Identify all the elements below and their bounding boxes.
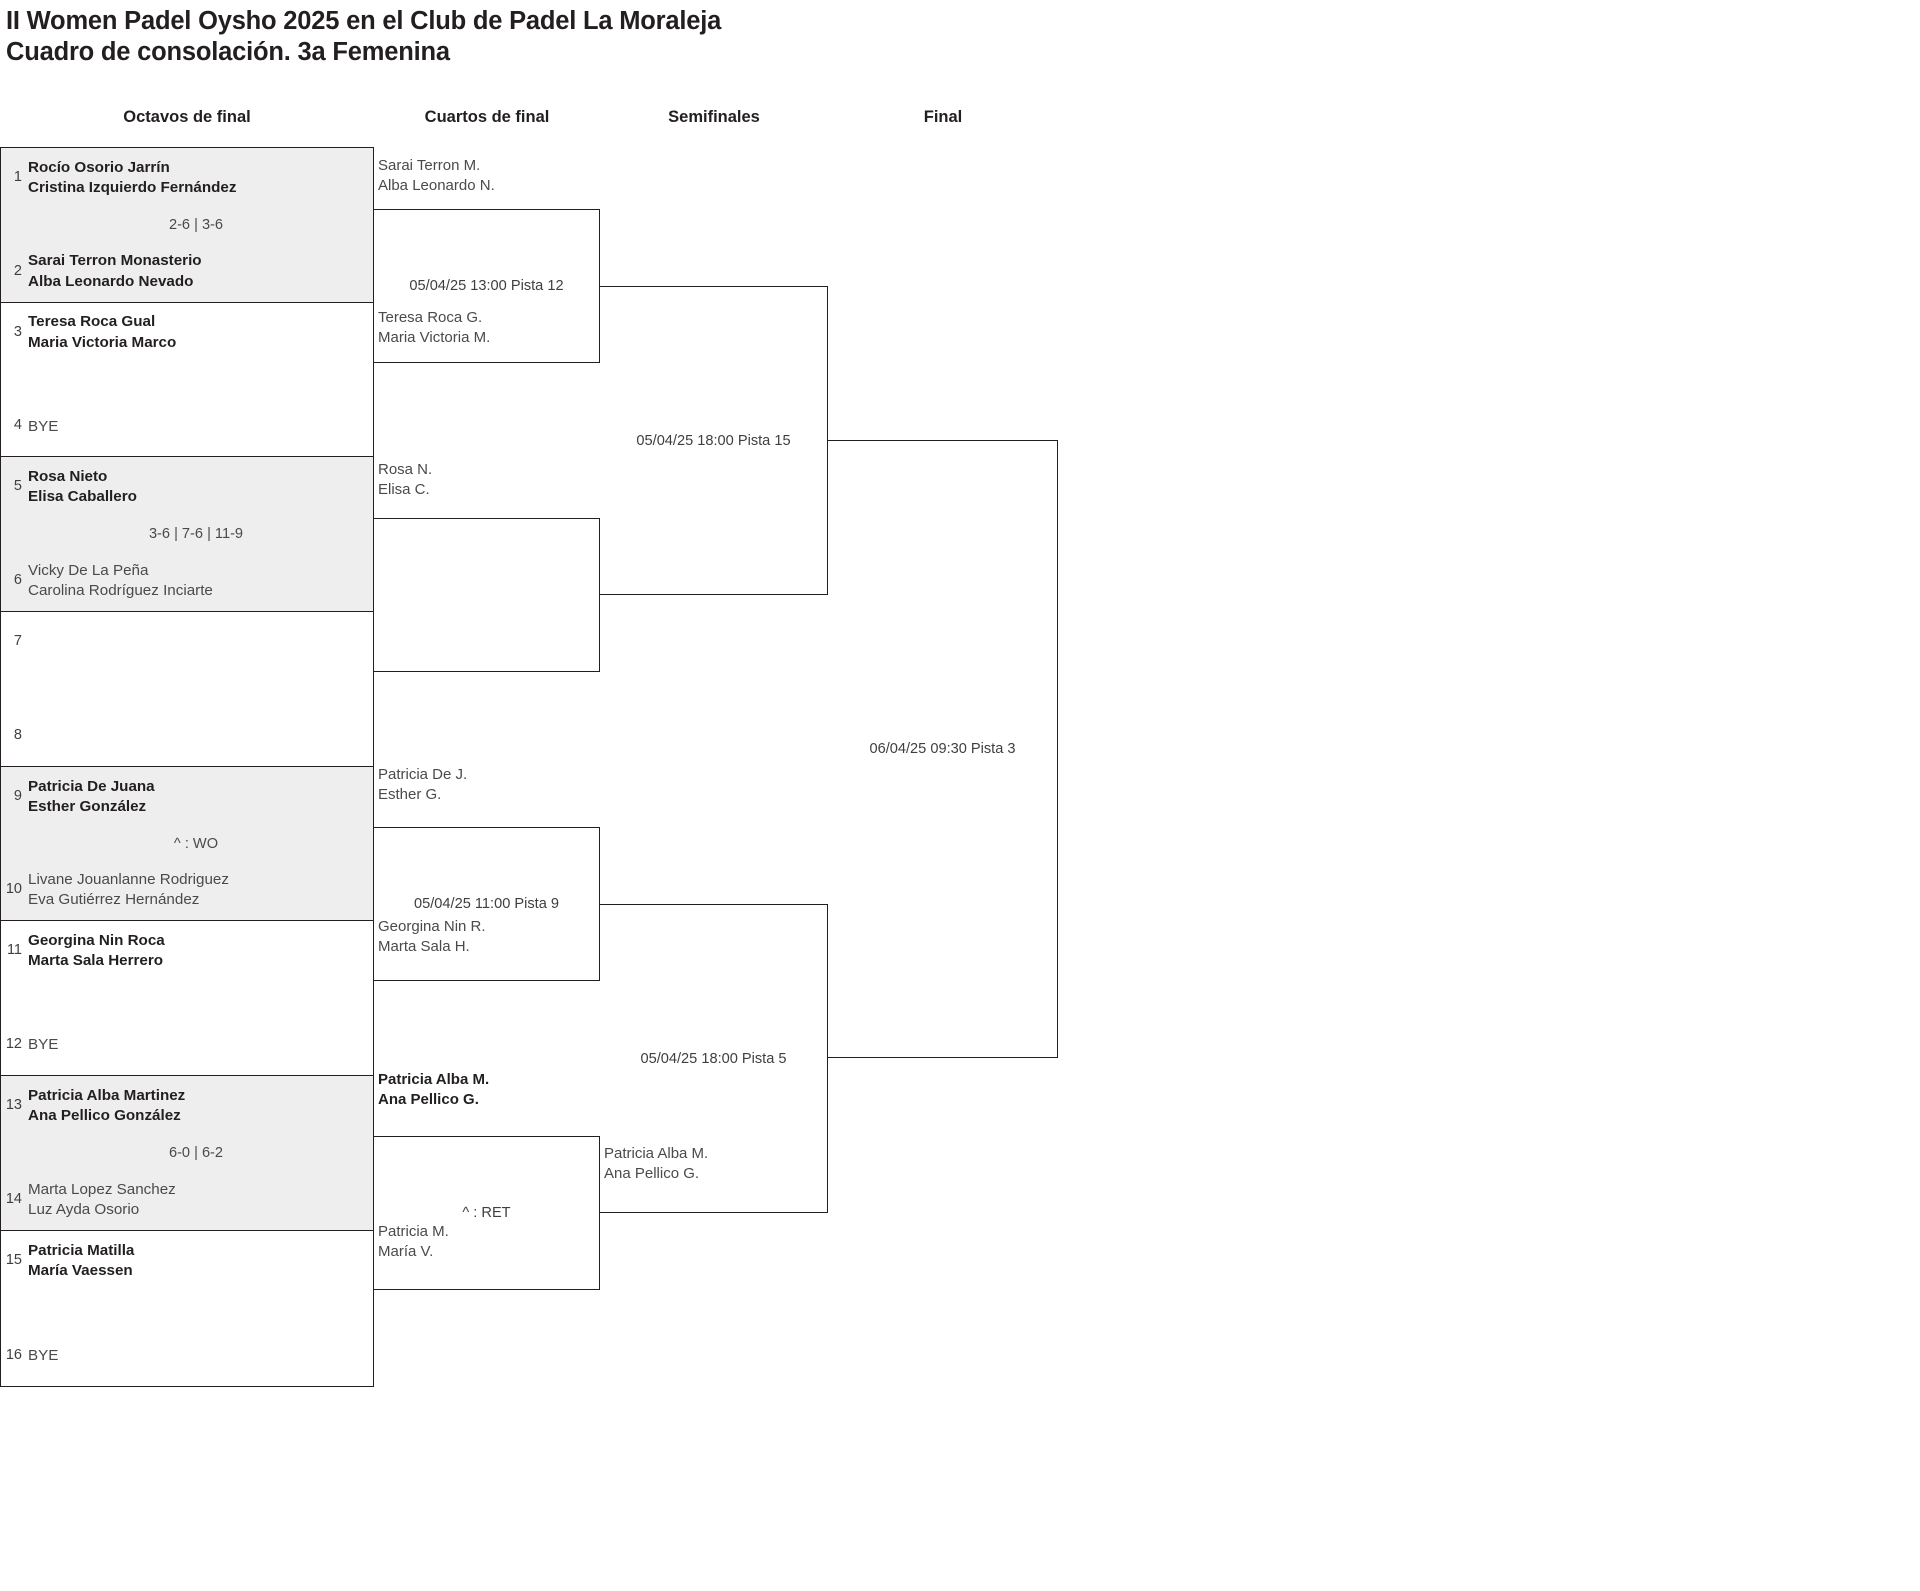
player-slot[interactable]: 10 Livane Jouanlanne Rodriguez Eva Gutié… — [1, 866, 373, 914]
tournament-title-line1: II Women Padel Oysho 2025 en el Club de … — [6, 7, 722, 35]
qf-team-bottom: Patricia M. María V. — [378, 1223, 449, 1260]
sf-team-top: Patricia Alba M. Ana Pellico G. — [604, 1145, 709, 1182]
team-names: Livane Jouanlanne Rodriguez Eva Gutiérre… — [28, 871, 229, 909]
qf-connector-3[interactable]: 05/04/25 11:00 Pista 9 — [374, 827, 600, 981]
seed-number: 15 — [5, 1251, 22, 1268]
seed-number: 1 — [13, 169, 22, 186]
team-names: Patricia De Juana Esther González — [28, 777, 155, 815]
match-row[interactable]: 13 Patricia Alba Martinez Ana Pellico Go… — [1, 1076, 373, 1231]
player-slot[interactable]: 14 Marta Lopez Sanchez Luz Ayda Osorio — [1, 1176, 373, 1224]
seed-number: 11 — [6, 942, 22, 959]
player-slot[interactable]: 8 — [1, 712, 373, 760]
seed-number: 13 — [5, 1097, 22, 1114]
seed-number: 6 — [13, 572, 22, 589]
qf-team-bottom: Teresa Roca G. Maria Victoria M. — [378, 309, 491, 346]
match-row[interactable]: 11 Georgina Nin Roca Marta Sala Herrero … — [1, 921, 373, 1077]
team-names: Rocío Osorio Jarrín Cristina Izquierdo F… — [28, 158, 237, 196]
player-slot[interactable]: 6 Vicky De La Peña Carolina Rodríguez In… — [1, 557, 373, 605]
qf-team-top: Patricia De J. Esther G. — [378, 766, 468, 803]
seed-number: 4 — [13, 417, 22, 434]
match-schedule: 06/04/25 09:30 Pista 3 — [869, 741, 1016, 757]
player-slot[interactable]: 5 Rosa Nieto Elisa Caballero — [1, 463, 373, 511]
qf-team-top: Sarai Terron M. Alba Leonardo N. — [378, 157, 495, 194]
player-slot[interactable]: 15 Patricia Matilla María Vaessen — [1, 1237, 373, 1285]
team-names: Rosa Nieto Elisa Caballero — [28, 468, 137, 506]
match-schedule: 05/04/25 11:00 Pista 9 — [414, 896, 559, 912]
seed-number: 14 — [5, 1190, 22, 1207]
team-names: Patricia Matilla María Vaessen — [28, 1241, 135, 1279]
team-names: Georgina Nin Roca Marta Sala Herrero — [28, 932, 165, 970]
match-row[interactable]: 7 8 — [1, 612, 373, 767]
team-names: Sarai Terron Monasterio Alba Leonardo Ne… — [28, 252, 202, 290]
team-names: Patricia Alba Martinez Ana Pellico Gonzá… — [28, 1086, 186, 1125]
match-schedule: 05/04/25 13:00 Pista 12 — [409, 278, 564, 294]
seed-number: 10 — [5, 881, 22, 898]
match-score: 3-6 | 7-6 | 11-9 — [148, 526, 244, 543]
qf-team-top: Patricia Alba M. Ana Pellico G. — [378, 1071, 490, 1108]
player-slot[interactable]: 13 Patricia Alba Martinez Ana Pellico Go… — [1, 1082, 373, 1130]
qf-team-top: Rosa N. Elisa C. — [378, 461, 433, 498]
player-slot[interactable]: 12 BYE — [1, 1021, 373, 1069]
player-slot[interactable]: 3 Teresa Roca Gual Maria Victoria Marco — [1, 309, 373, 357]
round-octavos-de-final: 1 Rocío Osorio Jarrín Cristina Izquierdo… — [0, 147, 374, 1387]
match-score: 2-6 | 3-6 — [168, 216, 224, 233]
seed-number: 5 — [13, 478, 22, 495]
qf-team-bottom: Georgina Nin R. Marta Sala H. — [378, 918, 486, 955]
seed-number: 7 — [13, 633, 22, 650]
match-row[interactable]: 5 Rosa Nieto Elisa Caballero 3-6 | 7-6 |… — [1, 457, 373, 613]
team-names: Marta Lopez Sanchez Luz Ayda Osorio — [28, 1180, 176, 1218]
page-title: II Women Padel Oysho 2025 en el Club de … — [6, 6, 1206, 68]
round-header-cuartos: Cuartos de final — [424, 108, 550, 126]
bye-label: BYE — [28, 1036, 59, 1054]
final-connector[interactable]: 06/04/25 09:30 Pista 3 — [828, 440, 1058, 1058]
qf-connector-4[interactable]: ^ : RET — [374, 1136, 600, 1290]
seed-number: 9 — [13, 787, 22, 804]
round-header-semifinales: Semifinales — [668, 108, 760, 126]
player-slot[interactable]: 9 Patricia De Juana Esther González — [1, 773, 373, 821]
match-schedule: 05/04/25 18:00 Pista 5 — [640, 1050, 787, 1067]
player-slot[interactable]: 11 Georgina Nin Roca Marta Sala Herrero — [1, 927, 373, 975]
match-row[interactable]: 9 Patricia De Juana Esther González ^ : … — [1, 766, 373, 922]
match-score: ^ : WO — [173, 835, 219, 852]
player-slot[interactable]: 1 Rocío Osorio Jarrín Cristina Izquierdo… — [1, 154, 373, 202]
match-score: 6-0 | 6-2 — [168, 1144, 224, 1161]
player-slot[interactable]: 16 BYE — [1, 1332, 373, 1380]
bye-label: BYE — [28, 1346, 59, 1364]
sf-connector-1[interactable]: 05/04/25 18:00 Pista 15 — [600, 286, 828, 595]
team-names: Vicky De La Peña Carolina Rodríguez Inci… — [28, 561, 213, 600]
player-slot[interactable]: 4 BYE — [1, 402, 373, 450]
match-schedule: 05/04/25 18:00 Pista 15 — [636, 432, 791, 449]
match-schedule: ^ : RET — [462, 1205, 511, 1221]
round-header-octavos: Octavos de final — [123, 108, 251, 126]
match-row[interactable]: 15 Patricia Matilla María Vaessen 16 BYE — [1, 1231, 373, 1386]
team-names: Teresa Roca Gual Maria Victoria Marco — [28, 313, 177, 351]
player-slot[interactable]: 7 — [1, 618, 373, 666]
seed-number: 8 — [13, 726, 22, 743]
sf-connector-2[interactable]: 05/04/25 18:00 Pista 5 — [600, 904, 828, 1213]
qf-connector-2[interactable] — [374, 518, 600, 672]
qf-connector-1[interactable]: 05/04/25 13:00 Pista 12 — [374, 209, 600, 363]
bye-label: BYE — [28, 417, 59, 435]
seed-number: 3 — [13, 323, 22, 340]
seed-number: 12 — [5, 1036, 22, 1053]
seed-number: 16 — [5, 1346, 22, 1363]
match-row[interactable]: 3 Teresa Roca Gual Maria Victoria Marco … — [1, 303, 373, 458]
tournament-title-line2: Cuadro de consolación. 3a Femenina — [6, 38, 450, 67]
seed-number: 2 — [13, 262, 22, 279]
player-slot[interactable]: 2 Sarai Terron Monasterio Alba Leonardo … — [1, 248, 373, 296]
match-row[interactable]: 1 Rocío Osorio Jarrín Cristina Izquierdo… — [1, 148, 373, 303]
round-header-final: Final — [923, 108, 963, 126]
